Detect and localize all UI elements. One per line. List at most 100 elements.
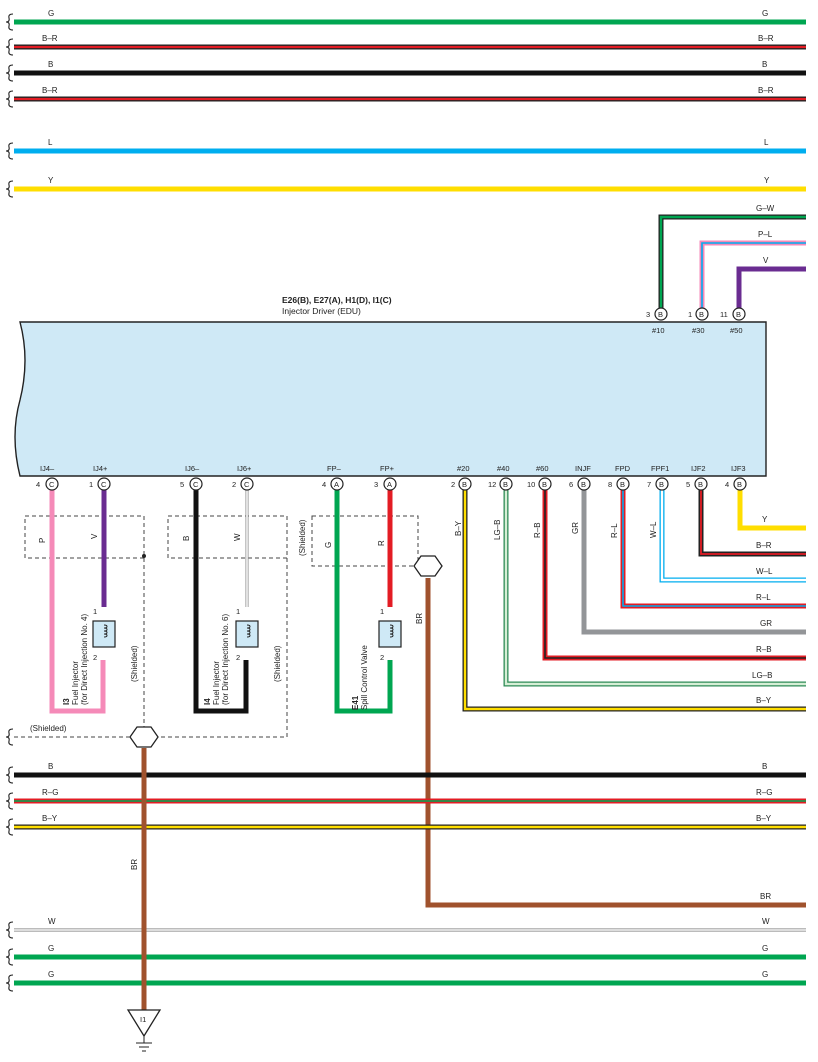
svg-text:C: C	[49, 480, 55, 489]
svg-text:C: C	[193, 480, 199, 489]
wire-label: B–R	[756, 541, 772, 550]
svg-text:B: B	[48, 762, 53, 771]
svg-text:P: P	[38, 538, 47, 543]
wire-label: B–R	[758, 86, 774, 95]
wire-label: L	[48, 138, 53, 147]
top-wires: G G B–R B–R B B B–R B–R L L Y Y	[5, 9, 806, 198]
wire-label: R–L	[756, 593, 771, 602]
wire-label: B–R	[42, 34, 58, 43]
svg-text:G: G	[762, 944, 768, 953]
wire-label: G–W	[756, 204, 775, 213]
svg-text:BR: BR	[130, 859, 139, 870]
svg-text:A: A	[387, 480, 392, 489]
svg-text:2: 2	[380, 653, 384, 662]
svg-text:2: 2	[236, 653, 240, 662]
svg-text:1: 1	[688, 310, 692, 319]
ground-icon: I1	[126, 1009, 162, 1052]
svg-text:3: 3	[374, 480, 378, 489]
svg-text:B–Y: B–Y	[756, 814, 772, 823]
svg-text:G: G	[48, 970, 54, 979]
svg-text:FPF1: FPF1	[651, 464, 669, 473]
wire-label: Y	[48, 176, 54, 185]
splice-point	[129, 726, 159, 748]
wire-label: B–R	[42, 86, 58, 95]
svg-text:1: 1	[93, 607, 97, 616]
svg-text:B: B	[658, 310, 663, 319]
wire-label: R–B	[756, 645, 772, 654]
svg-text:B: B	[182, 536, 191, 541]
wire-label: V	[763, 256, 769, 265]
svg-text:G: G	[762, 970, 768, 979]
svg-text:W–L: W–L	[649, 521, 658, 538]
svg-text:#50: #50	[730, 326, 743, 335]
right-harness: Y B–R W–L R–L GR R–B LG–B B–Y B–Y LG–B R…	[454, 490, 806, 712]
svg-text:#20: #20	[457, 464, 470, 473]
svg-text:2: 2	[232, 480, 236, 489]
svg-text:B: B	[698, 480, 703, 489]
top-pins: 3 B #10 1 B #30 11 B #50	[646, 307, 746, 335]
injector4-l1: Fuel Injector	[71, 661, 80, 705]
injector6-id: I4	[203, 698, 212, 705]
svg-text:A: A	[334, 480, 339, 489]
svg-text:11: 11	[720, 310, 728, 319]
svg-text:B: B	[699, 310, 704, 319]
svg-text:B–Y: B–Y	[454, 520, 463, 536]
svg-text:10: 10	[527, 480, 535, 489]
svg-text:(Shielded): (Shielded)	[298, 519, 307, 556]
wire-label: Y	[762, 515, 768, 524]
svg-text:4: 4	[36, 480, 40, 489]
svg-text:R–B: R–B	[533, 522, 542, 538]
svg-text:R–L: R–L	[610, 523, 619, 538]
fuel-injector-6-coil-icon	[235, 620, 259, 648]
svg-text:G: G	[324, 542, 333, 548]
scv-id: E41	[351, 695, 360, 710]
bottom-pins: 4 C IJ4– 1 C IJ4+ 5 C IJ6– 2 C IJ6+ 4 A …	[36, 464, 747, 491]
svg-text:2: 2	[451, 480, 455, 489]
svg-text:IJ6–: IJ6–	[185, 464, 200, 473]
svg-text:BR: BR	[760, 892, 771, 901]
svg-text:7: 7	[647, 480, 651, 489]
svg-text:1: 1	[236, 607, 240, 616]
connector-pin	[189, 477, 203, 491]
injector-no6-circuit: B W 1 2 I4 Fuel Injector (for Direct Inj…	[158, 490, 288, 738]
svg-text:#40: #40	[497, 464, 510, 473]
wire-label: G	[762, 9, 768, 18]
connector-pin	[577, 477, 591, 491]
svg-text:8: 8	[608, 480, 612, 489]
svg-text:LG–B: LG–B	[493, 520, 502, 540]
br-wiring: BR BR BR (Shielded)	[5, 555, 806, 1010]
spill-control-valve-circuit: G R (Shielded) 1 2 E41 Spill Control Val…	[298, 490, 419, 714]
svg-text:(Shielded): (Shielded)	[30, 724, 67, 733]
svg-text:FP+: FP+	[380, 464, 395, 473]
injector-no4-circuit: P V 1 2 I3 Fuel Injector (for Direct Inj…	[24, 490, 146, 729]
svg-text:B: B	[736, 310, 741, 319]
connector-pin	[654, 307, 668, 321]
fuel-injector-4-coil-icon	[92, 620, 116, 648]
svg-text:GR: GR	[571, 522, 580, 534]
wire-label: G	[48, 9, 54, 18]
wire-label: P–L	[758, 230, 773, 239]
connector-pin	[616, 477, 630, 491]
connector-pin	[458, 477, 472, 491]
connector-pin	[383, 477, 397, 491]
svg-text:IJ6+: IJ6+	[237, 464, 252, 473]
spill-control-valve-coil-icon	[378, 620, 402, 648]
svg-text:B: B	[659, 480, 664, 489]
wire-label: Y	[764, 176, 770, 185]
svg-text:B: B	[503, 480, 508, 489]
svg-text:3: 3	[646, 310, 650, 319]
svg-text:R–G: R–G	[756, 788, 772, 797]
svg-text:IJF3: IJF3	[731, 464, 746, 473]
connector-pin	[330, 477, 344, 491]
svg-text:V: V	[90, 533, 99, 539]
svg-text:5: 5	[686, 480, 690, 489]
svg-text:(Shielded): (Shielded)	[273, 645, 282, 682]
svg-text:2: 2	[93, 653, 97, 662]
svg-text:B–Y: B–Y	[42, 814, 58, 823]
connector-pin	[695, 307, 709, 321]
svg-text:IJF2: IJF2	[691, 464, 706, 473]
wire-label: LG–B	[752, 671, 772, 680]
wire-label: B–Y	[756, 696, 772, 705]
injector6-l2: (for Direct Injection No. 6)	[221, 614, 230, 705]
svg-text:4: 4	[725, 480, 729, 489]
